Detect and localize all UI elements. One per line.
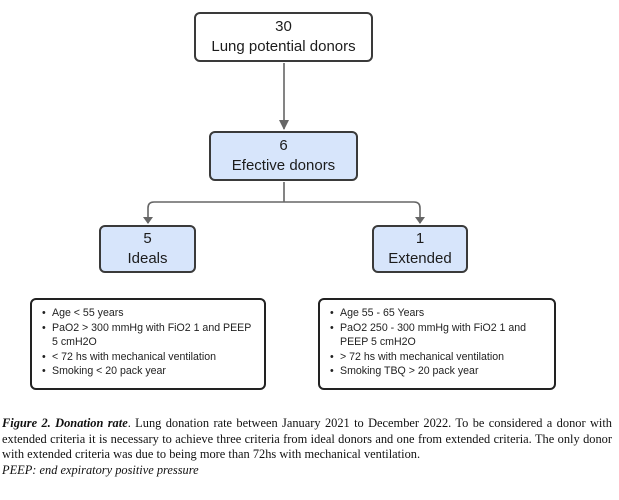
- node-label: Efective donors: [231, 157, 336, 174]
- criteria-box-ideals: Age < 55 years PaO2 > 300 mmHg with FiO2…: [30, 298, 266, 390]
- criteria-item: Smoking TBQ > 20 pack year: [330, 364, 548, 379]
- node-extended: 1 Extended: [372, 225, 468, 273]
- criteria-item: Age 55 - 65 Years: [330, 306, 548, 321]
- node-count: 6: [279, 137, 288, 154]
- criteria-item: PaO2 > 300 mmHg with FiO2 1 and PEEP 5 c…: [42, 321, 258, 350]
- figure-caption: Figure 2. Donation rate. Lung donation r…: [2, 416, 612, 478]
- criteria-item: Age < 55 years: [42, 306, 258, 321]
- arrowhead-extended: [415, 217, 425, 224]
- connector-branch: [147, 201, 421, 223]
- node-count: 30: [275, 18, 292, 35]
- criteria-list: Age < 55 years PaO2 > 300 mmHg with FiO2…: [42, 306, 258, 379]
- node-label: Extended: [388, 250, 452, 267]
- node-count: 1: [415, 230, 425, 247]
- criteria-list: Age 55 - 65 Years PaO2 250 - 300 mmHg wi…: [330, 306, 548, 379]
- criteria-box-extended: Age 55 - 65 Years PaO2 250 - 300 mmHg wi…: [318, 298, 556, 390]
- criteria-item: PaO2 250 - 300 mmHg with FiO2 1 and PEEP…: [330, 321, 548, 350]
- criteria-item: < 72 hs with mechanical ventilation: [42, 350, 258, 365]
- caption-note: PEEP: end expiratory positive pressure: [2, 462, 199, 477]
- node-ideals: 5 Ideals: [99, 225, 196, 273]
- node-label: Ideals: [127, 250, 168, 267]
- criteria-item: Smoking < 20 pack year: [42, 364, 258, 379]
- criteria-item: > 72 hs with mechanical ventilation: [330, 350, 548, 365]
- arrowhead-ideals: [143, 217, 153, 224]
- node-effective-donors: 6 Efective donors: [209, 131, 358, 181]
- node-potential-donors: 30 Lung potential donors: [194, 12, 373, 62]
- node-label: Lung potential donors: [211, 38, 356, 55]
- caption-text: . Lung donation rate between January 202…: [2, 416, 612, 461]
- node-count: 5: [143, 230, 152, 247]
- caption-title: Figure 2. Donation rate: [2, 416, 128, 430]
